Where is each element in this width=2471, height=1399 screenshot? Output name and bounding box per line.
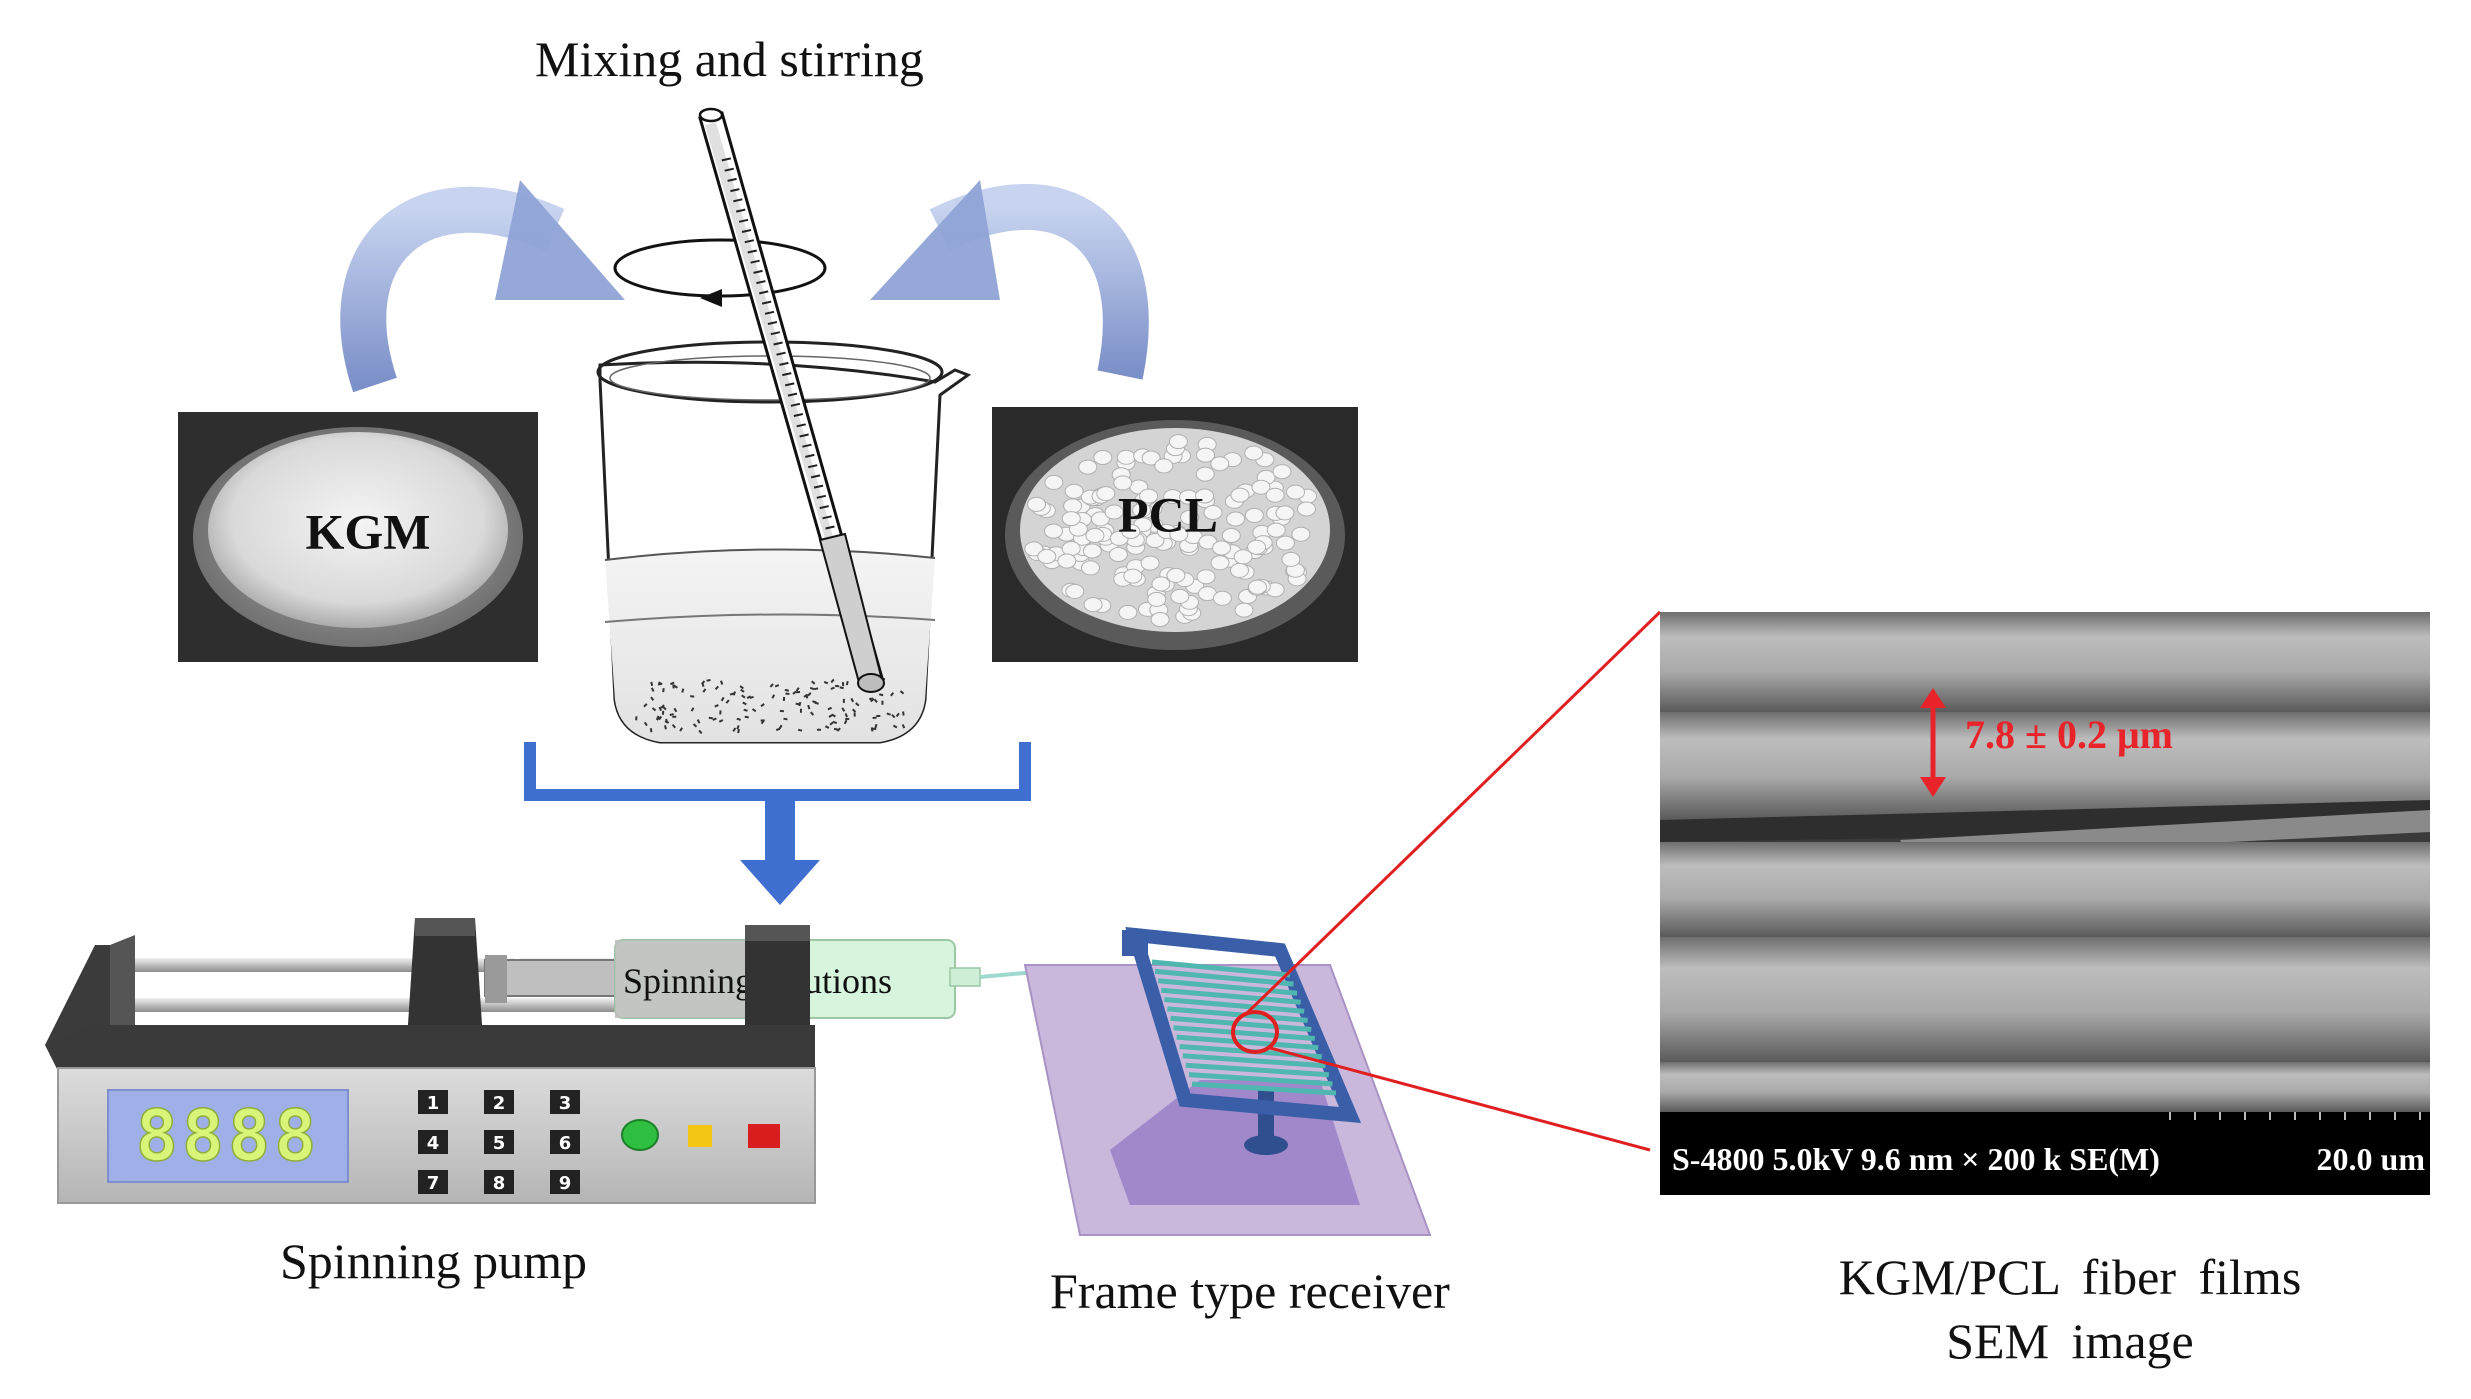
sem-scale: 20.0 um	[2317, 1141, 2426, 1177]
pump-label: Spinning pump	[280, 1233, 587, 1289]
pump-keypad: 1 2 3 4 5 6 7 8 9	[418, 1090, 580, 1194]
keypad-key-label: 1	[427, 1093, 440, 1114]
keypad-key-label: 4	[427, 1133, 440, 1154]
keypad-key: 9	[550, 1170, 580, 1194]
pump-display: 8888	[136, 1095, 321, 1177]
sem-info: S-4800 5.0kV 9.6 nm × 200 k SE(M)	[1672, 1141, 2160, 1177]
keypad-key: 7	[418, 1170, 448, 1194]
sem-image: 7.8 ± 0.2 μm S-4800 5.0kV 9.6 nm × 200 k…	[1660, 612, 2430, 1195]
kgm-label: KGM	[306, 503, 431, 559]
keypad-key: 1	[418, 1090, 448, 1114]
sem-measurement: 7.8 ± 0.2 μm	[1965, 712, 2173, 757]
curved-arrow-icon	[340, 180, 625, 393]
yellow-indicator	[688, 1125, 712, 1147]
keypad-key-label: 7	[427, 1173, 440, 1194]
keypad-key-label: 9	[559, 1173, 572, 1194]
keypad-key: 5	[484, 1130, 514, 1154]
sem-callout	[1231, 610, 1662, 1152]
sem-caption: KGM/PCL fiber films SEM image	[1760, 1245, 2380, 1373]
red-indicator	[748, 1124, 780, 1148]
pcl-pellets-photo: PCL	[992, 407, 1358, 662]
sem-caption-line1: KGM/PCL fiber films	[1838, 1249, 2302, 1305]
keypad-key: 6	[550, 1130, 580, 1154]
green-indicator	[621, 1119, 659, 1151]
keypad-key: 2	[484, 1090, 514, 1114]
curved-arrow-icon	[870, 180, 1149, 380]
pcl-label: PCL	[1118, 486, 1218, 542]
keypad-key-label: 8	[493, 1173, 506, 1194]
receiver-label: Frame type receiver	[1050, 1263, 1450, 1319]
stir-rod-icon	[698, 107, 885, 693]
sem-caption-line2: SEM image	[1946, 1313, 2194, 1369]
keypad-key-label: 5	[493, 1133, 506, 1154]
kgm-powder-photo: KGM	[178, 412, 538, 662]
rotation-arrow-icon	[613, 238, 827, 307]
frame-receiver	[1023, 926, 1432, 1236]
keypad-key-label: 6	[559, 1133, 572, 1154]
keypad-key-label: 2	[493, 1093, 506, 1114]
diagram-title: Mixing and stirring	[535, 31, 924, 87]
down-arrow-icon	[524, 742, 1031, 905]
keypad-key: 4	[418, 1130, 448, 1154]
keypad-key: 8	[484, 1170, 514, 1194]
keypad-key: 3	[550, 1090, 580, 1114]
keypad-key-label: 3	[559, 1093, 572, 1114]
